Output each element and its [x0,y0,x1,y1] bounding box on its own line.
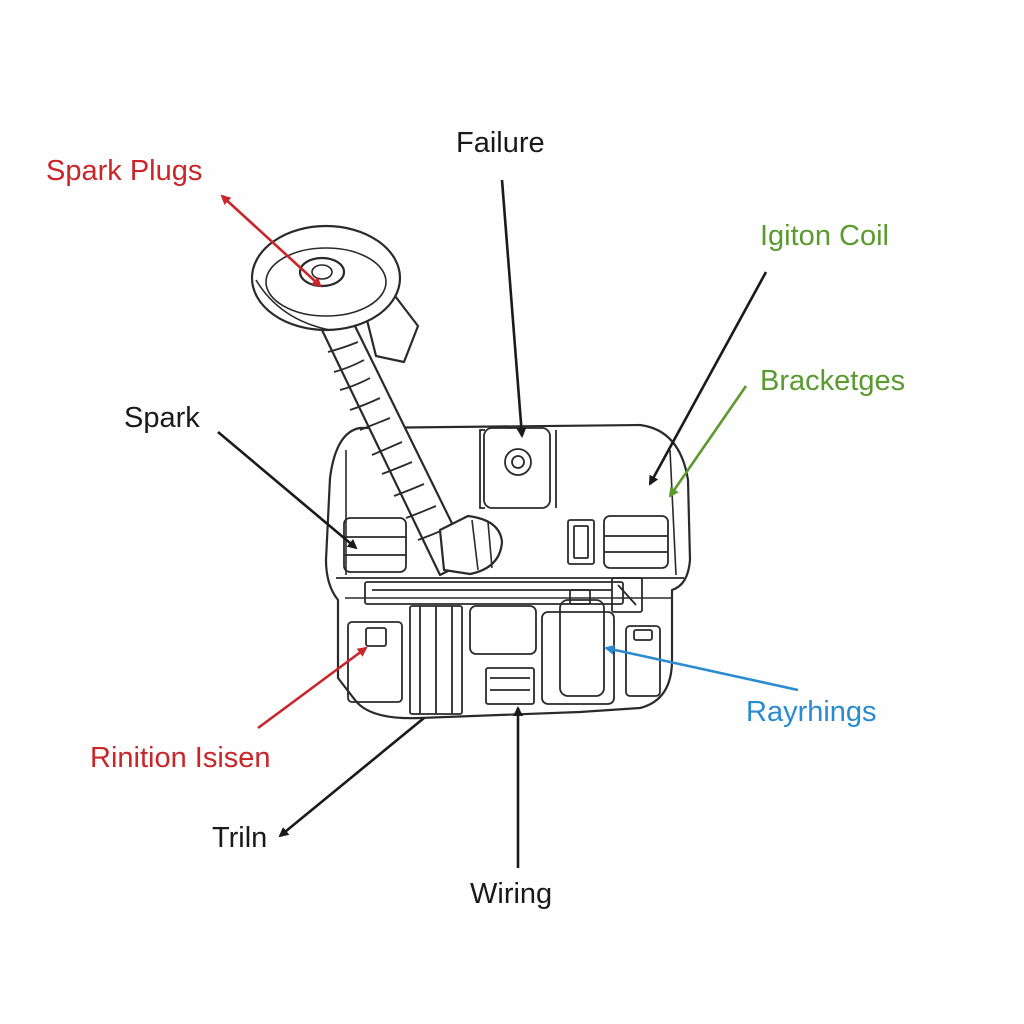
label-failure: Failure [456,127,545,159]
arrow-failure [500,179,527,438]
label-triln: Triln [212,822,268,854]
label-rinition-isisen: Rinition Isisen [90,742,271,774]
top-panel [343,427,669,573]
arrow-spark-plugs [220,194,322,288]
label-ignition-coil: Igiton Coil [760,220,889,252]
lower-components [347,577,661,715]
label-spark-plugs: Spark Plugs [46,155,203,187]
label-brackets: Bracketges [760,365,906,397]
arrow-ignition-coil [648,271,768,486]
arrow-brackets [668,385,748,498]
leader-arrows [217,179,799,868]
arrow-rinition [257,646,368,730]
arrow-triln [278,716,425,838]
arrow-rayrhings [604,644,799,692]
spark-plug-shaft [320,318,504,577]
label-spark: Spark [124,402,200,434]
label-wiring: Wiring [470,878,553,910]
arrow-spark [217,431,358,550]
label-rayrhings: Rayrhings [746,696,877,728]
